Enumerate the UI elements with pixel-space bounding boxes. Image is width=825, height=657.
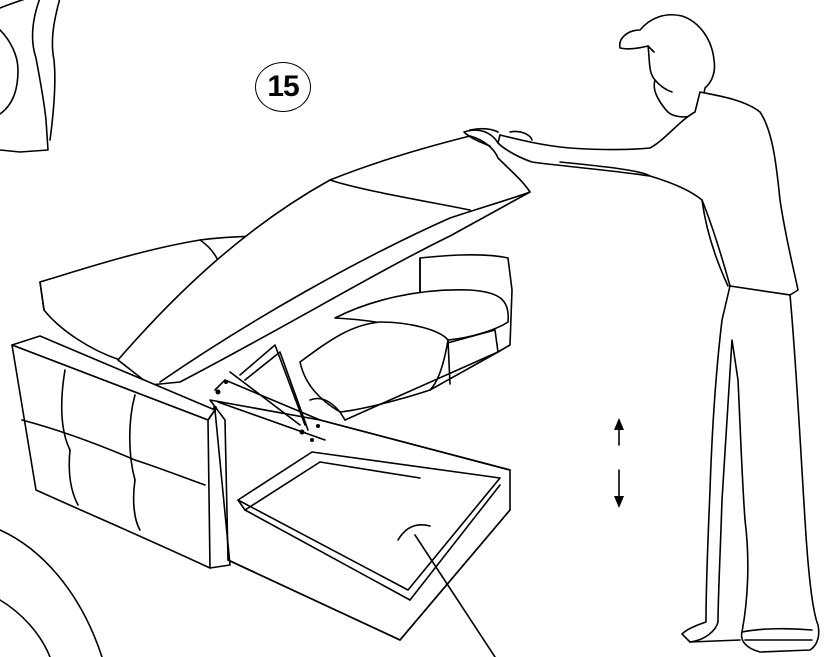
arrow-up-icon (614, 418, 624, 446)
arrow-down-icon (614, 469, 624, 508)
leader-line (414, 534, 496, 657)
sofa-back-section (299, 254, 513, 421)
lift-mechanism (213, 344, 326, 442)
chaise-cushion (39, 235, 271, 361)
partial-figure-bottom-left (0, 529, 103, 657)
partial-figure-top-left (0, 0, 61, 153)
step-number-badge: 15 (255, 62, 311, 112)
step-number: 15 (267, 70, 299, 103)
storage-box (209, 399, 511, 641)
left-armrest (11, 335, 231, 569)
person-lifting-lid (463, 14, 820, 653)
